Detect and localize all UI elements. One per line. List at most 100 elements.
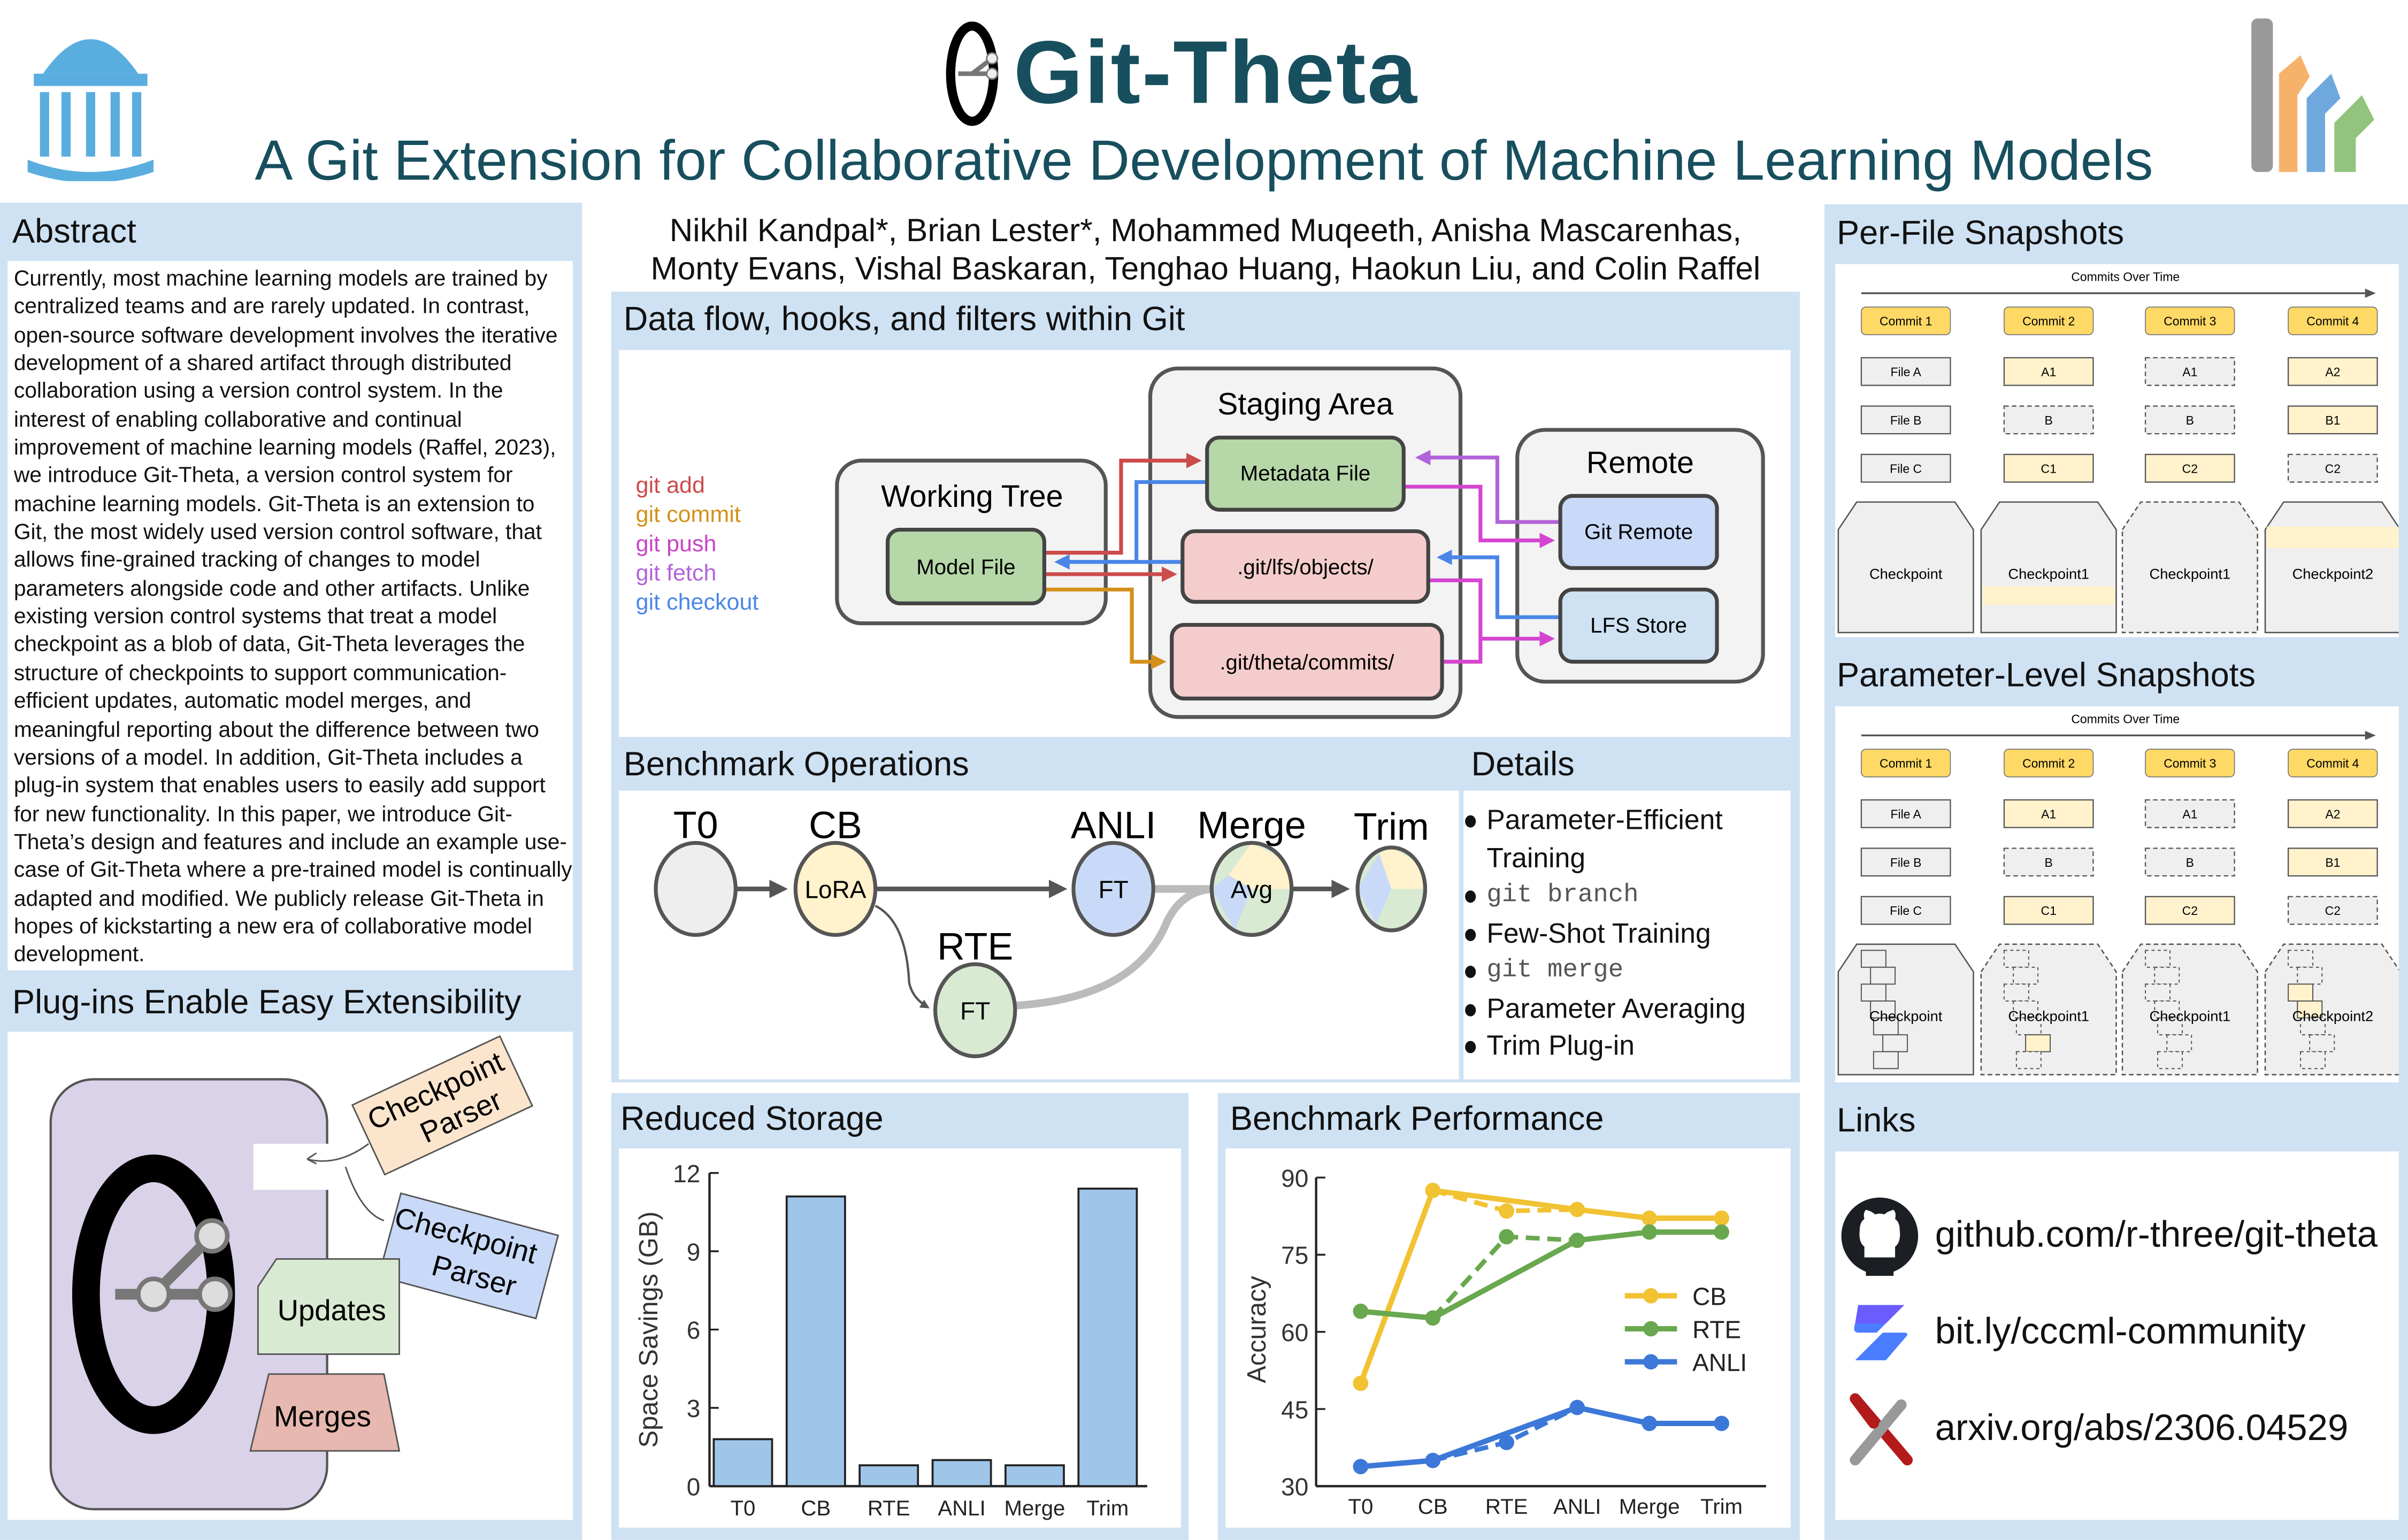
point-CB-ANLI <box>1569 1202 1585 1218</box>
checkpoint-parser-plugin-2: Checkpoint Parser <box>378 1192 559 1320</box>
details-heading: Details <box>1459 740 1800 789</box>
commit-label: Commit 2 <box>2022 757 2075 771</box>
x-tick-label: T0 <box>730 1496 755 1520</box>
file-box <box>2144 896 2235 925</box>
file-box <box>2003 799 2094 828</box>
commit-label: Commit 1 <box>1880 757 1932 771</box>
y-tick-label: 45 <box>1281 1396 1308 1423</box>
x-tick-label: Trim <box>1700 1495 1743 1519</box>
file-label: File B <box>1890 413 1922 427</box>
y-tick-label: 0 <box>687 1473 701 1501</box>
y-tick-label: 90 <box>1281 1164 1308 1192</box>
series-CB-line <box>1358 1187 1722 1384</box>
parameter-block <box>2154 1000 2180 1019</box>
details-item: Trim Plug-in <box>1465 1027 1788 1065</box>
benchmark-ops-diagram: LoRA FT Avg FT T0 CB ANLI Merge Trim RTE <box>654 804 1429 1058</box>
cmd-git-commit: git commit <box>636 502 741 527</box>
benchmark-ops-heading: Benchmark Operations <box>611 740 1459 789</box>
svg-text:T0: T0 <box>673 804 718 847</box>
abstract-box <box>7 261 573 971</box>
parameter-block <box>2157 1017 2183 1036</box>
svg-text:Avg: Avg <box>1231 876 1272 904</box>
y-tick-label: 12 <box>673 1160 700 1188</box>
x-tick-label: RTE <box>868 1496 910 1520</box>
details-item: Parameter Averaging <box>1465 989 1788 1027</box>
github-icon <box>1841 1197 1919 1276</box>
authors: Nikhil Kandpal*, Brian Lester*, Mohammed… <box>611 212 1800 289</box>
x-tick-label: T0 <box>1348 1495 1373 1519</box>
svg-text:Staging Area: Staging Area <box>1217 387 1393 421</box>
svg-text:LoRA: LoRA <box>804 876 866 904</box>
commit-label: Commit 3 <box>2164 757 2216 771</box>
point-RTE-Merge <box>1642 1224 1658 1240</box>
file-box <box>1860 405 1951 435</box>
parameter-block <box>1882 1034 1908 1052</box>
point-RTE-CB <box>1425 1310 1441 1326</box>
y-axis-label: Accuracy <box>1243 1276 1271 1383</box>
cmd-git-fetch: git fetch <box>636 560 717 586</box>
per-file-heading: Per-File Snapshots <box>1824 205 2408 261</box>
commit-box <box>1861 749 1951 777</box>
poster-subtitle: A Git Extension for Collaborative Develo… <box>255 129 2153 192</box>
bar-T0 <box>712 1438 773 1488</box>
git-theta-logo <box>946 21 999 126</box>
reduced-storage-heading: Reduced Storage <box>611 1093 1189 1145</box>
svg-text:CB: CB <box>809 804 862 847</box>
link-arxiv-label[interactable]: arxiv.org/abs/2306.04529 <box>1935 1407 2349 1450</box>
param-level-heading: Parameter-Level Snapshots <box>1824 648 2408 704</box>
file-box <box>2287 799 2378 828</box>
link-github-label[interactable]: github.com/r-three/git-theta <box>1935 1214 2378 1256</box>
file-label: C2 <box>2182 904 2198 918</box>
point-RTE-T0 <box>1353 1303 1369 1319</box>
file-label: C1 <box>2041 904 2057 918</box>
link-arxiv[interactable]: arxiv.org/abs/2306.04529 <box>1840 1389 2349 1469</box>
link-github[interactable]: github.com/r-three/git-theta <box>1840 1196 2378 1276</box>
file-box <box>2003 453 2094 483</box>
file-label: File C <box>1890 904 1922 918</box>
node-t0 <box>654 841 738 937</box>
file-box <box>2144 799 2235 828</box>
x-tick-label: Merge <box>1619 1495 1680 1519</box>
cmd-git-checkout: git checkout <box>636 589 759 615</box>
link-community-label[interactable]: bit.ly/cccml-community <box>1935 1311 2306 1353</box>
details-item: git merge <box>1465 952 1788 989</box>
checkpoint-label: Checkpoint1 <box>2150 565 2231 582</box>
file-box <box>1860 357 1951 386</box>
parameter-block <box>2166 1034 2192 1052</box>
checkpoint-label: Checkpoint1 <box>2008 565 2089 582</box>
svg-text:RTE: RTE <box>937 926 1013 968</box>
link-community[interactable]: bit.ly/cccml-community <box>1840 1293 2306 1373</box>
point-ANLI-CB <box>1425 1452 1441 1468</box>
file-label: B <box>2186 856 2194 869</box>
svg-text:ANLI: ANLI <box>1071 804 1156 847</box>
y-tick-label: 30 <box>1281 1473 1308 1501</box>
bar-Trim <box>1077 1188 1138 1488</box>
parameter-block <box>2288 983 2314 1002</box>
authors-line-1: Nikhil Kandpal*, Brian Lester*, Mohammed… <box>669 213 1742 249</box>
model-file-node <box>885 527 1047 605</box>
file-label: C2 <box>2325 904 2341 918</box>
x-tick-label: Merge <box>1004 1496 1065 1520</box>
file-box <box>2287 357 2378 386</box>
file-box <box>2144 357 2235 386</box>
details-item: git branch <box>1465 876 1788 914</box>
parameter-block <box>1870 966 1896 985</box>
file-box <box>2287 405 2378 435</box>
svg-text:Updates: Updates <box>278 1294 386 1327</box>
y-tick-label: 3 <box>687 1395 701 1422</box>
checkpoint-parser-plugin-1: Checkpoint Parser <box>351 1035 534 1176</box>
time-arrow-head <box>2365 288 2376 298</box>
svg-text:.git/lfs/objects/: .git/lfs/objects/ <box>1237 555 1374 579</box>
svg-text:FT: FT <box>960 997 990 1025</box>
legend-label: ANLI <box>1692 1349 1747 1376</box>
file-label: A1 <box>2182 365 2197 379</box>
commit-box <box>2145 306 2235 335</box>
parameter-block <box>2145 983 2171 1002</box>
point-CB-CB <box>1425 1182 1441 1198</box>
file-label: B <box>2045 856 2053 869</box>
point-ANLI-Trim <box>1714 1415 1729 1431</box>
changed-band <box>2266 526 2399 549</box>
svg-text:Merge: Merge <box>1197 804 1306 847</box>
point-RTE-RTE <box>1499 1229 1515 1245</box>
y-tick-label: 60 <box>1281 1319 1308 1346</box>
